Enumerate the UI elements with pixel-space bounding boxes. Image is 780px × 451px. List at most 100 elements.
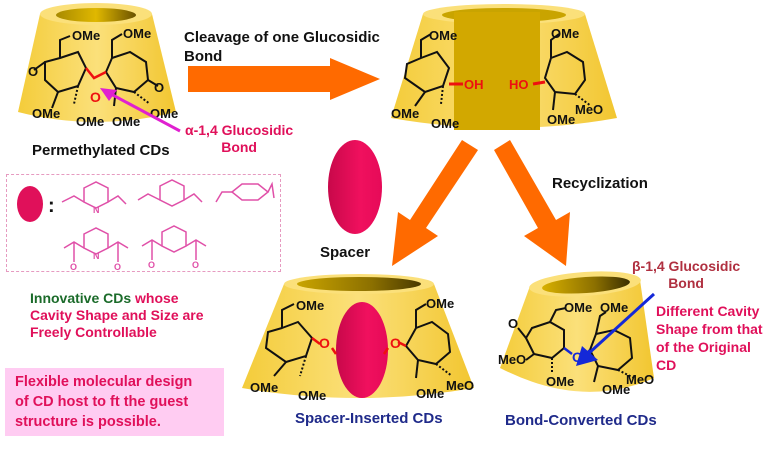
recyclization-arrow (494, 140, 570, 266)
spacer-insertion-arrow (392, 140, 478, 266)
o-label: O (28, 64, 38, 79)
oxygen-label: O (70, 262, 77, 272)
innovative-green: Innovative CDs (30, 290, 132, 306)
alpha-bond-line (85, 67, 107, 80)
spacer-inserted-cd-graphic: O O OMe OMe OMe OMe OMe MeO (242, 274, 474, 403)
ome-label: OMe (431, 116, 459, 131)
design-note-box: Flexible molecular design of CD host to … (5, 368, 224, 436)
meo-label: MeO (446, 378, 474, 393)
different-line4: CD (656, 357, 677, 373)
inserted-spacer (336, 302, 388, 398)
glucose-ring-left (264, 303, 314, 377)
bond-converted-cd-graphic: O OMe OMe O MeO OMe OMe MeO (498, 271, 654, 397)
ho-label: HO (509, 77, 529, 92)
meo-label: MeO (626, 372, 654, 387)
spacer-legend-oval (17, 186, 43, 222)
oxygen-label: O (114, 262, 121, 272)
meo-label: MeO (498, 352, 526, 367)
ome-label: OMe (429, 28, 457, 43)
structure-p-diethylbenzene (215, 181, 275, 203)
bond-converted-cds-label: Bond-Converted CDs (505, 412, 657, 429)
cleavage-label-line2: Bond (184, 48, 223, 65)
ome-label: OMe (76, 114, 104, 129)
o-label: O (154, 80, 164, 95)
oxygen-label: O (390, 335, 401, 351)
nitrogen-label: N (93, 251, 100, 261)
opened-gap (454, 12, 540, 130)
innovative-line2: Cavity Shape and Size are (30, 307, 204, 323)
spacer-structures: : N N O O O O (17, 179, 275, 272)
ome-label: OMe (112, 114, 140, 129)
spacer-oval (328, 140, 382, 234)
structure-m-diethylbenzene (137, 179, 203, 207)
ome-label: OMe (123, 26, 151, 41)
ome-label: OMe (551, 26, 579, 41)
ome-label: OMe (600, 300, 628, 315)
beta-label-line2: Bond (668, 275, 704, 291)
different-line1: Different Cavity (656, 303, 760, 319)
innovative-line3: Freely Controllable (30, 324, 157, 340)
cup-body (500, 280, 654, 392)
different-line3: of the Original (656, 339, 751, 355)
nitrogen-label: N (93, 205, 100, 215)
oxygen-label: O (192, 260, 199, 270)
design-line3: structure is possible. (15, 414, 161, 430)
spacer-options-box (6, 174, 281, 272)
o-bond-right (382, 340, 407, 355)
beta-label-line1: β-1,4 Glucosidic (632, 258, 741, 274)
ome-label: OMe (72, 28, 100, 43)
structure-diacetylpyridine (63, 227, 129, 262)
cleavage-label: Cleavage of one Glucosidic Bond (184, 28, 380, 66)
ome-label: OMe (546, 374, 574, 389)
innovative-whose: whose (131, 290, 179, 306)
cup-cavity (297, 277, 421, 291)
o-label: O (508, 316, 518, 331)
glucose-ring-left (403, 33, 451, 107)
opened-cd-graphic: OH HO OMe OMe OMe OMe OMe MeO (391, 4, 617, 131)
bond-oxygen: O (90, 89, 101, 105)
design-line2: of CD host to ft the guest (15, 394, 189, 410)
ome-label: OMe (32, 106, 60, 121)
glucose-ring-left (33, 35, 88, 109)
glucose-ring-left (517, 307, 567, 374)
alpha-label-line1: α-1,4 Glucosidic (185, 122, 294, 138)
cleavage-label-line1: Cleavage of one Glucosidic (184, 29, 380, 46)
design-line1: Flexible molecular design (15, 374, 193, 390)
structure-diethylpyridine (61, 181, 127, 209)
structure-diacetylbenzene (141, 225, 207, 260)
colon: : (48, 195, 55, 217)
recyclization-label: Recyclization (552, 175, 648, 192)
spacer-inserted-cds-label: Spacer-Inserted CDs (295, 410, 443, 427)
o-bond-left (311, 337, 338, 355)
beta-arrow (576, 292, 656, 366)
ome-label: OMe (250, 380, 278, 395)
ome-label: OMe (426, 296, 454, 311)
ome-label: OMe (298, 388, 326, 403)
ome-label: OMe (391, 106, 419, 121)
meo-label: MeO (575, 102, 603, 117)
alpha-label-line2: Bond (221, 139, 257, 155)
alpha-bond-label: α-1,4 Glucosidic Bond (185, 122, 293, 156)
different-cavity-text: Different Cavity Shape from that of the … (656, 302, 763, 374)
alpha-arrow (100, 88, 181, 133)
ome-label: OMe (547, 112, 575, 127)
permethylated-cd-graphic: OMe OMe O O OMe OMe OMe OMe O (18, 3, 178, 129)
oxygen-label: O (148, 260, 155, 270)
oh-label: OH (464, 77, 484, 92)
different-line2: Shape from that (656, 321, 763, 337)
cup-cavity (542, 276, 630, 294)
glucose-ring-right (543, 33, 592, 111)
innovative-cds-text: Innovative CDs whose Cavity Shape and Si… (30, 290, 204, 341)
beta-bond-label: β-1,4 Glucosidic Bond (632, 258, 740, 292)
glucose-ring-right (404, 303, 453, 379)
permethylated-cds-label: Permethylated CDs (32, 142, 170, 159)
bond-oxygen: O (572, 349, 583, 365)
spacer-label: Spacer (320, 244, 371, 261)
oh-bond-right (532, 80, 546, 86)
ome-label: OMe (416, 386, 444, 401)
ome-label: OMe (296, 298, 324, 313)
ome-label: OMe (564, 300, 592, 315)
ome-label: OMe (602, 382, 630, 397)
cleavage-arrow (188, 58, 380, 100)
oxygen-label: O (319, 335, 330, 351)
